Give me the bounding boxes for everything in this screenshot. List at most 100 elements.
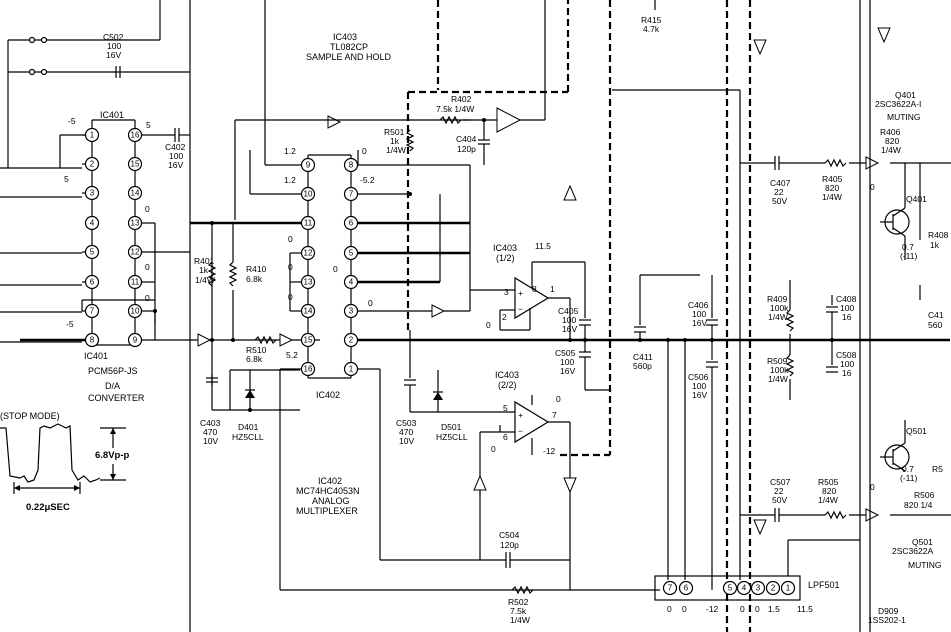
svg-text:R506: R506 [914,490,935,500]
svg-text:100: 100 [169,151,183,161]
svg-text:10: 10 [304,190,313,199]
svg-text:5: 5 [503,403,508,413]
svg-text:MC74HC4053N: MC74HC4053N [296,486,360,496]
svg-text:100: 100 [840,359,854,369]
svg-text:R505: R505 [818,477,839,487]
svg-text:C406: C406 [688,300,709,310]
svg-text:2: 2 [771,584,776,593]
svg-text:+: + [518,410,523,420]
svg-text:0: 0 [491,444,496,454]
svg-text:5.2: 5.2 [286,350,298,360]
svg-text:(2/2): (2/2) [498,380,517,390]
svg-text:8: 8 [532,284,537,294]
svg-text:-12: -12 [706,604,719,614]
svg-text:1: 1 [349,365,354,374]
svg-text:(1/2): (1/2) [496,253,515,263]
svg-text:PCM56P-JS: PCM56P-JS [88,366,138,376]
svg-text:14: 14 [131,189,140,198]
svg-text:6.8Vp-p: 6.8Vp-p [95,450,130,461]
svg-text:D909: D909 [878,606,899,616]
svg-text:0: 0 [556,394,561,404]
muting-transistors: Q401 2SC3622A-I MUTING R406 820 1/4W Q40… [868,90,951,625]
svg-text:1k: 1k [199,265,209,275]
svg-text:50V: 50V [772,495,787,505]
svg-text:100: 100 [692,381,706,391]
svg-text:HZ5CLL: HZ5CLL [232,432,264,442]
svg-text:SAMPLE AND HOLD: SAMPLE AND HOLD [306,52,392,62]
svg-text:0: 0 [740,604,745,614]
svg-text:100: 100 [560,357,574,367]
svg-text:5: 5 [146,120,151,130]
svg-text:6: 6 [349,219,354,228]
svg-text:1SS202-1: 1SS202-1 [868,615,906,625]
svg-text:R405: R405 [822,174,843,184]
svg-text:-12: -12 [543,446,556,456]
svg-text:0: 0 [145,262,150,272]
svg-text:560p: 560p [633,361,652,371]
svg-text:0: 0 [486,320,491,330]
svg-text:16: 16 [842,312,852,322]
svg-text:CONVERTER: CONVERTER [88,393,145,403]
svg-text:15: 15 [304,336,313,345]
svg-text:100: 100 [840,303,854,313]
svg-text:16: 16 [131,131,140,140]
svg-text:0.7: 0.7 [902,464,914,474]
svg-text:0.7: 0.7 [902,242,914,252]
svg-text:6: 6 [90,278,95,287]
svg-text:6: 6 [503,432,508,442]
svg-text:16V: 16V [692,390,707,400]
svg-text:3: 3 [756,584,761,593]
input-network: R401 1k 1/4W R410 6.8k R510 6.8k C403 47… [190,115,342,446]
svg-text:1/4W: 1/4W [881,145,901,155]
svg-text:Q401: Q401 [895,90,916,100]
svg-text:(-11): (-11) [900,251,917,261]
svg-text:-5: -5 [68,116,76,126]
svg-text:1: 1 [90,131,95,140]
svg-text:1: 1 [550,284,555,294]
svg-text:7.5k 1/4W: 7.5k 1/4W [436,104,474,114]
svg-text:10V: 10V [399,436,414,446]
svg-text:0: 0 [145,204,150,214]
svg-text:D/A: D/A [105,381,120,391]
svg-text:0.22μSEC: 0.22μSEC [26,502,70,513]
svg-text:R408: R408 [928,230,949,240]
svg-text:Q501: Q501 [906,426,927,436]
svg-text:C502: C502 [103,32,124,42]
svg-text:1/4W: 1/4W [386,145,406,155]
svg-text:7.5k: 7.5k [510,606,527,616]
svg-text:0: 0 [870,182,875,192]
svg-text:R409: R409 [767,294,788,304]
svg-text:16V: 16V [560,366,575,376]
svg-text:560: 560 [928,320,942,330]
svg-text:11.5: 11.5 [535,241,551,251]
svg-text:0: 0 [362,146,367,156]
svg-text:820 1/4: 820 1/4 [904,500,933,510]
svg-text:1.2: 1.2 [284,175,296,185]
svg-text:C404: C404 [456,134,477,144]
svg-text:470: 470 [203,427,217,437]
svg-text:16V: 16V [692,318,707,328]
svg-text:1/4W: 1/4W [822,192,842,202]
svg-text:Q401: Q401 [906,194,927,204]
svg-text:10V: 10V [203,436,218,446]
svg-text:6: 6 [684,584,689,593]
svg-text:22: 22 [774,486,784,496]
svg-text:ANALOG: ANALOG [312,496,350,506]
svg-text:−: − [518,304,523,314]
svg-text:+: + [518,288,523,298]
svg-text:MULTIPLEXER: MULTIPLEXER [296,506,358,516]
svg-text:11: 11 [131,278,140,287]
svg-text:3: 3 [349,307,354,316]
svg-text:5: 5 [349,249,354,258]
svg-text:8: 8 [90,336,95,345]
svg-text:C402: C402 [165,142,186,152]
svg-text:C407: C407 [770,178,791,188]
svg-text:6.8k: 6.8k [246,274,263,284]
svg-text:100: 100 [107,41,121,51]
svg-text:0: 0 [870,482,875,492]
svg-text:1.5: 1.5 [768,604,780,614]
svg-text:Q501: Q501 [912,537,933,547]
svg-text:IC401: IC401 [84,351,108,361]
svg-text:4: 4 [349,278,354,287]
